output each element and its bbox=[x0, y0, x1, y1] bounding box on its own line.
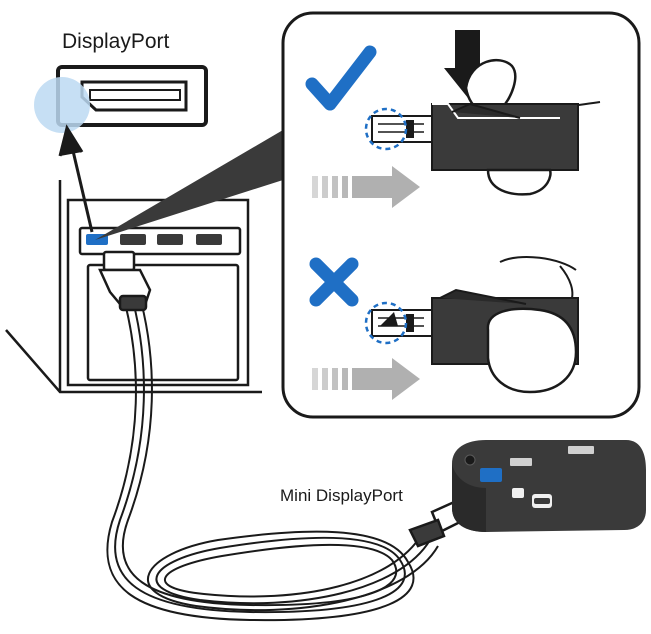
adapter-device bbox=[452, 440, 646, 532]
check-mark-icon bbox=[305, 45, 377, 111]
thumb bbox=[486, 307, 578, 394]
cable bbox=[106, 289, 439, 622]
mini-displayport-label: Mini DisplayPort bbox=[280, 486, 403, 505]
right-arrow-icon bbox=[312, 358, 420, 400]
displayport-label: DisplayPort bbox=[62, 30, 170, 53]
incorrect-scenario bbox=[309, 256, 579, 400]
cross-mark-icon bbox=[309, 257, 359, 307]
zoom-wedge bbox=[95, 130, 283, 240]
correct-scenario bbox=[305, 30, 601, 208]
displayport-plug bbox=[98, 250, 152, 312]
displayport-port-icon bbox=[34, 65, 208, 133]
right-arrow-icon bbox=[312, 166, 420, 208]
up-arrow-icon bbox=[58, 124, 94, 233]
